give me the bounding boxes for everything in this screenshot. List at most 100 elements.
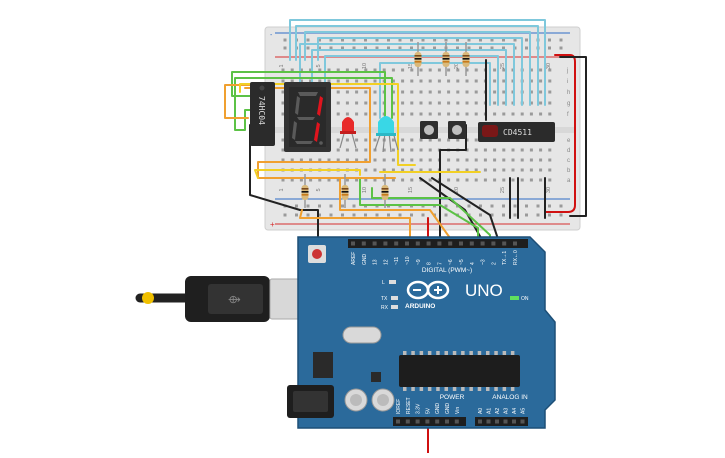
breadboard-hole[interactable]	[419, 158, 423, 162]
resistors-bottom[interactable]	[301, 174, 389, 208]
breadboard-hole[interactable]	[401, 148, 405, 152]
breadboard-hole[interactable]	[410, 68, 414, 72]
breadboard-hole[interactable]	[355, 138, 359, 142]
breadboard-hole[interactable]	[382, 148, 386, 152]
breadboard-hole[interactable]	[355, 148, 359, 152]
breadboard-hole[interactable]	[391, 101, 395, 105]
breadboard-hole[interactable]	[447, 79, 451, 83]
breadboard-hole[interactable]	[428, 178, 432, 182]
rail-hole[interactable]	[502, 46, 505, 50]
breadboard-hole[interactable]	[474, 138, 478, 142]
breadboard-hole[interactable]	[336, 148, 340, 152]
rail-hole[interactable]	[444, 204, 448, 208]
breadboard-hole[interactable]	[493, 158, 497, 162]
breadboard-hole[interactable]	[428, 168, 432, 172]
breadboard-hole[interactable]	[373, 101, 377, 105]
rail-hole[interactable]	[525, 204, 528, 208]
breadboard-hole[interactable]	[474, 178, 478, 182]
breadboard-hole[interactable]	[419, 90, 423, 94]
breadboard-hole[interactable]	[447, 101, 451, 105]
breadboard-hole[interactable]	[419, 68, 423, 72]
breadboard-hole[interactable]	[539, 148, 543, 152]
breadboard-hole[interactable]	[364, 178, 368, 182]
breadboard-hole[interactable]	[391, 168, 395, 172]
breadboard-hole[interactable]	[465, 79, 469, 83]
breadboard-hole[interactable]	[419, 168, 423, 172]
breadboard-hole[interactable]	[548, 178, 552, 182]
breadboard-hole[interactable]	[355, 101, 359, 105]
breadboard-hole[interactable]	[502, 158, 506, 162]
breadboard-hole[interactable]	[355, 158, 359, 162]
breadboard-hole[interactable]	[345, 158, 349, 162]
breadboard-hole[interactable]	[437, 112, 441, 116]
breadboard-hole[interactable]	[318, 178, 322, 182]
breadboard-hole[interactable]	[327, 178, 331, 182]
breadboard-hole[interactable]	[401, 101, 405, 105]
header-pin[interactable]	[502, 241, 507, 246]
breadboard-hole[interactable]	[336, 178, 340, 182]
breadboard-hole[interactable]	[465, 168, 469, 172]
wire-black-arduino-2[interactable]	[431, 177, 501, 246]
breadboard-hole[interactable]	[327, 68, 331, 72]
breadboard-hole[interactable]	[529, 168, 533, 172]
breadboard-hole[interactable]	[502, 148, 506, 152]
breadboard-hole[interactable]	[447, 178, 451, 182]
breadboard-hole[interactable]	[428, 112, 432, 116]
breadboard-hole[interactable]	[309, 178, 313, 182]
rail-hole[interactable]	[410, 213, 413, 217]
header-pin[interactable]	[372, 241, 377, 246]
breadboard-hole[interactable]	[511, 168, 515, 172]
rail-hole[interactable]	[536, 213, 540, 217]
header-pin[interactable]	[503, 419, 508, 424]
breadboard-hole[interactable]	[520, 112, 524, 116]
resistor[interactable]	[301, 174, 309, 208]
rail-hole[interactable]	[548, 46, 551, 50]
rail-hole[interactable]	[502, 38, 505, 42]
pushbutton-2[interactable]	[448, 121, 466, 139]
breadboard-hole[interactable]	[419, 148, 423, 152]
rail-hole[interactable]	[467, 204, 471, 208]
breadboard-hole[interactable]	[539, 168, 543, 172]
breadboard-hole[interactable]	[299, 79, 303, 83]
breadboard-hole[interactable]	[345, 138, 349, 142]
ic-cd4511[interactable]: CD4511	[478, 122, 555, 142]
rail-hole[interactable]	[513, 38, 517, 42]
rail-hole[interactable]	[398, 46, 402, 50]
rail-hole[interactable]	[318, 204, 321, 208]
breadboard-hole[interactable]	[502, 68, 506, 72]
breadboard-hole[interactable]	[428, 68, 432, 72]
breadboard-hole[interactable]	[290, 68, 294, 72]
breadboard-hole[interactable]	[364, 158, 368, 162]
breadboard-hole[interactable]	[437, 101, 441, 105]
rail-hole[interactable]	[318, 38, 321, 42]
rail-hole[interactable]	[341, 38, 344, 42]
rail-hole[interactable]	[490, 46, 494, 50]
breadboard-hole[interactable]	[520, 148, 524, 152]
breadboard-hole[interactable]	[401, 90, 405, 94]
header-pin[interactable]	[513, 241, 517, 246]
breadboard-hole[interactable]	[447, 112, 451, 116]
breadboard-hole[interactable]	[336, 79, 340, 83]
header-pin[interactable]	[448, 241, 453, 246]
breadboard-hole[interactable]	[401, 158, 405, 162]
breadboard-hole[interactable]	[456, 138, 460, 142]
breadboard-hole[interactable]	[391, 79, 395, 83]
rail-hole[interactable]	[433, 38, 436, 42]
rail-hole[interactable]	[364, 38, 367, 42]
wire-black-gnd-right[interactable]	[559, 56, 587, 217]
breadboard-hole[interactable]	[410, 168, 414, 172]
rail-hole[interactable]	[329, 38, 333, 42]
breadboard-hole[interactable]	[345, 112, 349, 116]
breadboard-hole[interactable]	[355, 90, 359, 94]
wire-orange-2[interactable]	[244, 87, 396, 179]
breadboard-hole[interactable]	[373, 68, 377, 72]
header-pin[interactable]	[454, 419, 459, 424]
header-pin[interactable]	[459, 241, 463, 246]
rail-hole[interactable]	[375, 38, 379, 42]
breadboard-hole[interactable]	[465, 178, 469, 182]
header-pin[interactable]	[486, 419, 491, 424]
breadboard-hole[interactable]	[391, 178, 395, 182]
breadboard-hole[interactable]	[520, 158, 524, 162]
breadboard-hole[interactable]	[309, 68, 313, 72]
breadboard-hole[interactable]	[437, 79, 441, 83]
